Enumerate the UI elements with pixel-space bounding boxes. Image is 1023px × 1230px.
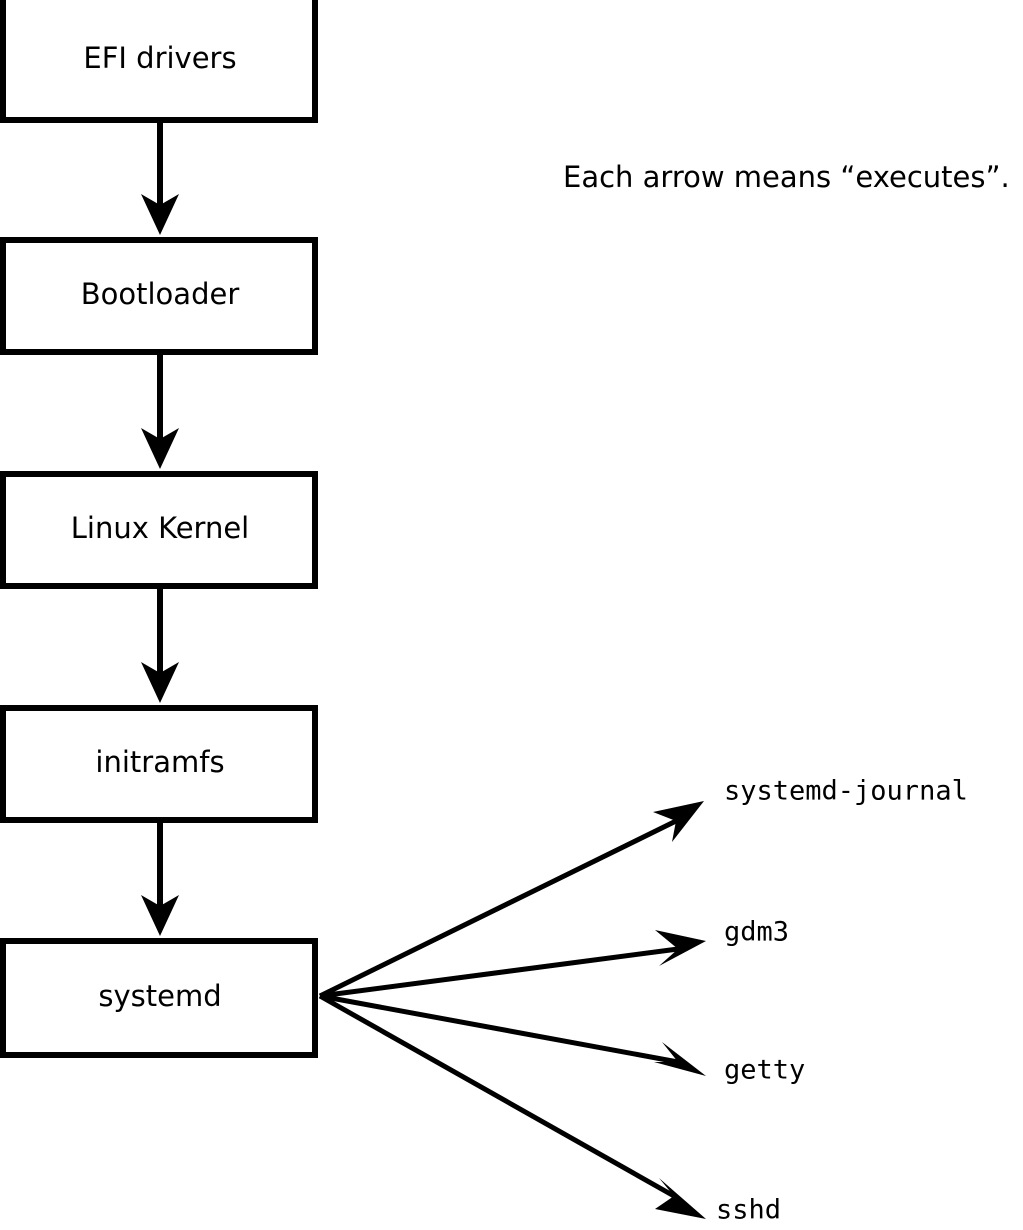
fan-arrow-gdm3	[319, 930, 706, 999]
fan-arrow-sshd	[318, 993, 706, 1219]
stage-label: initramfs	[95, 745, 224, 779]
stage-label: Linux Kernel	[71, 511, 249, 545]
arrowhead-icon	[654, 1042, 706, 1076]
arrowhead-icon	[141, 194, 179, 235]
arrowhead-icon	[655, 1178, 706, 1219]
service-label-gdm3[interactable]: gdm3	[724, 917, 789, 948]
service-label-getty[interactable]: getty	[724, 1055, 805, 1086]
service-label-sshd[interactable]: sshd	[716, 1195, 781, 1226]
stage-box-linux-kernel[interactable]: Linux Kernel	[0, 471, 318, 589]
arrowhead-icon	[141, 428, 179, 469]
arrowhead-icon	[653, 801, 704, 842]
stage-box-rect	[0, 237, 318, 355]
flow-arrow-kernel-to-initramfs	[141, 588, 179, 703]
fan-arrow-systemd-journal	[318, 801, 704, 999]
stage-box-bootloader[interactable]: Bootloader	[0, 237, 318, 355]
arrowhead-icon	[141, 895, 179, 936]
stage-box-rect	[0, 471, 318, 589]
stage-label: EFI drivers	[83, 41, 236, 75]
arrowhead-icon	[141, 662, 179, 703]
service-label-systemd-journal[interactable]: systemd-journal	[724, 776, 968, 807]
stage-box-efi-drivers[interactable]: EFI drivers	[0, 0, 318, 123]
stage-box-rect	[0, 938, 318, 1058]
fan-arrow-getty	[319, 993, 706, 1076]
arrowhead-icon	[655, 930, 706, 966]
flow-arrow-bootloader-to-kernel	[141, 354, 179, 469]
stage-box-rect	[0, 0, 318, 123]
stage-label: systemd	[98, 979, 221, 1013]
stage-box-rect	[0, 705, 318, 823]
flow-arrow-efi-to-bootloader	[141, 120, 179, 235]
stage-box-systemd[interactable]: systemd	[0, 938, 318, 1058]
stage-box-initramfs[interactable]: initramfs	[0, 705, 318, 823]
flow-arrow-initramfs-to-systemd	[141, 822, 179, 936]
diagram-caption: Each arrow means “executes”.	[563, 160, 1010, 194]
stage-label: Bootloader	[81, 277, 240, 311]
